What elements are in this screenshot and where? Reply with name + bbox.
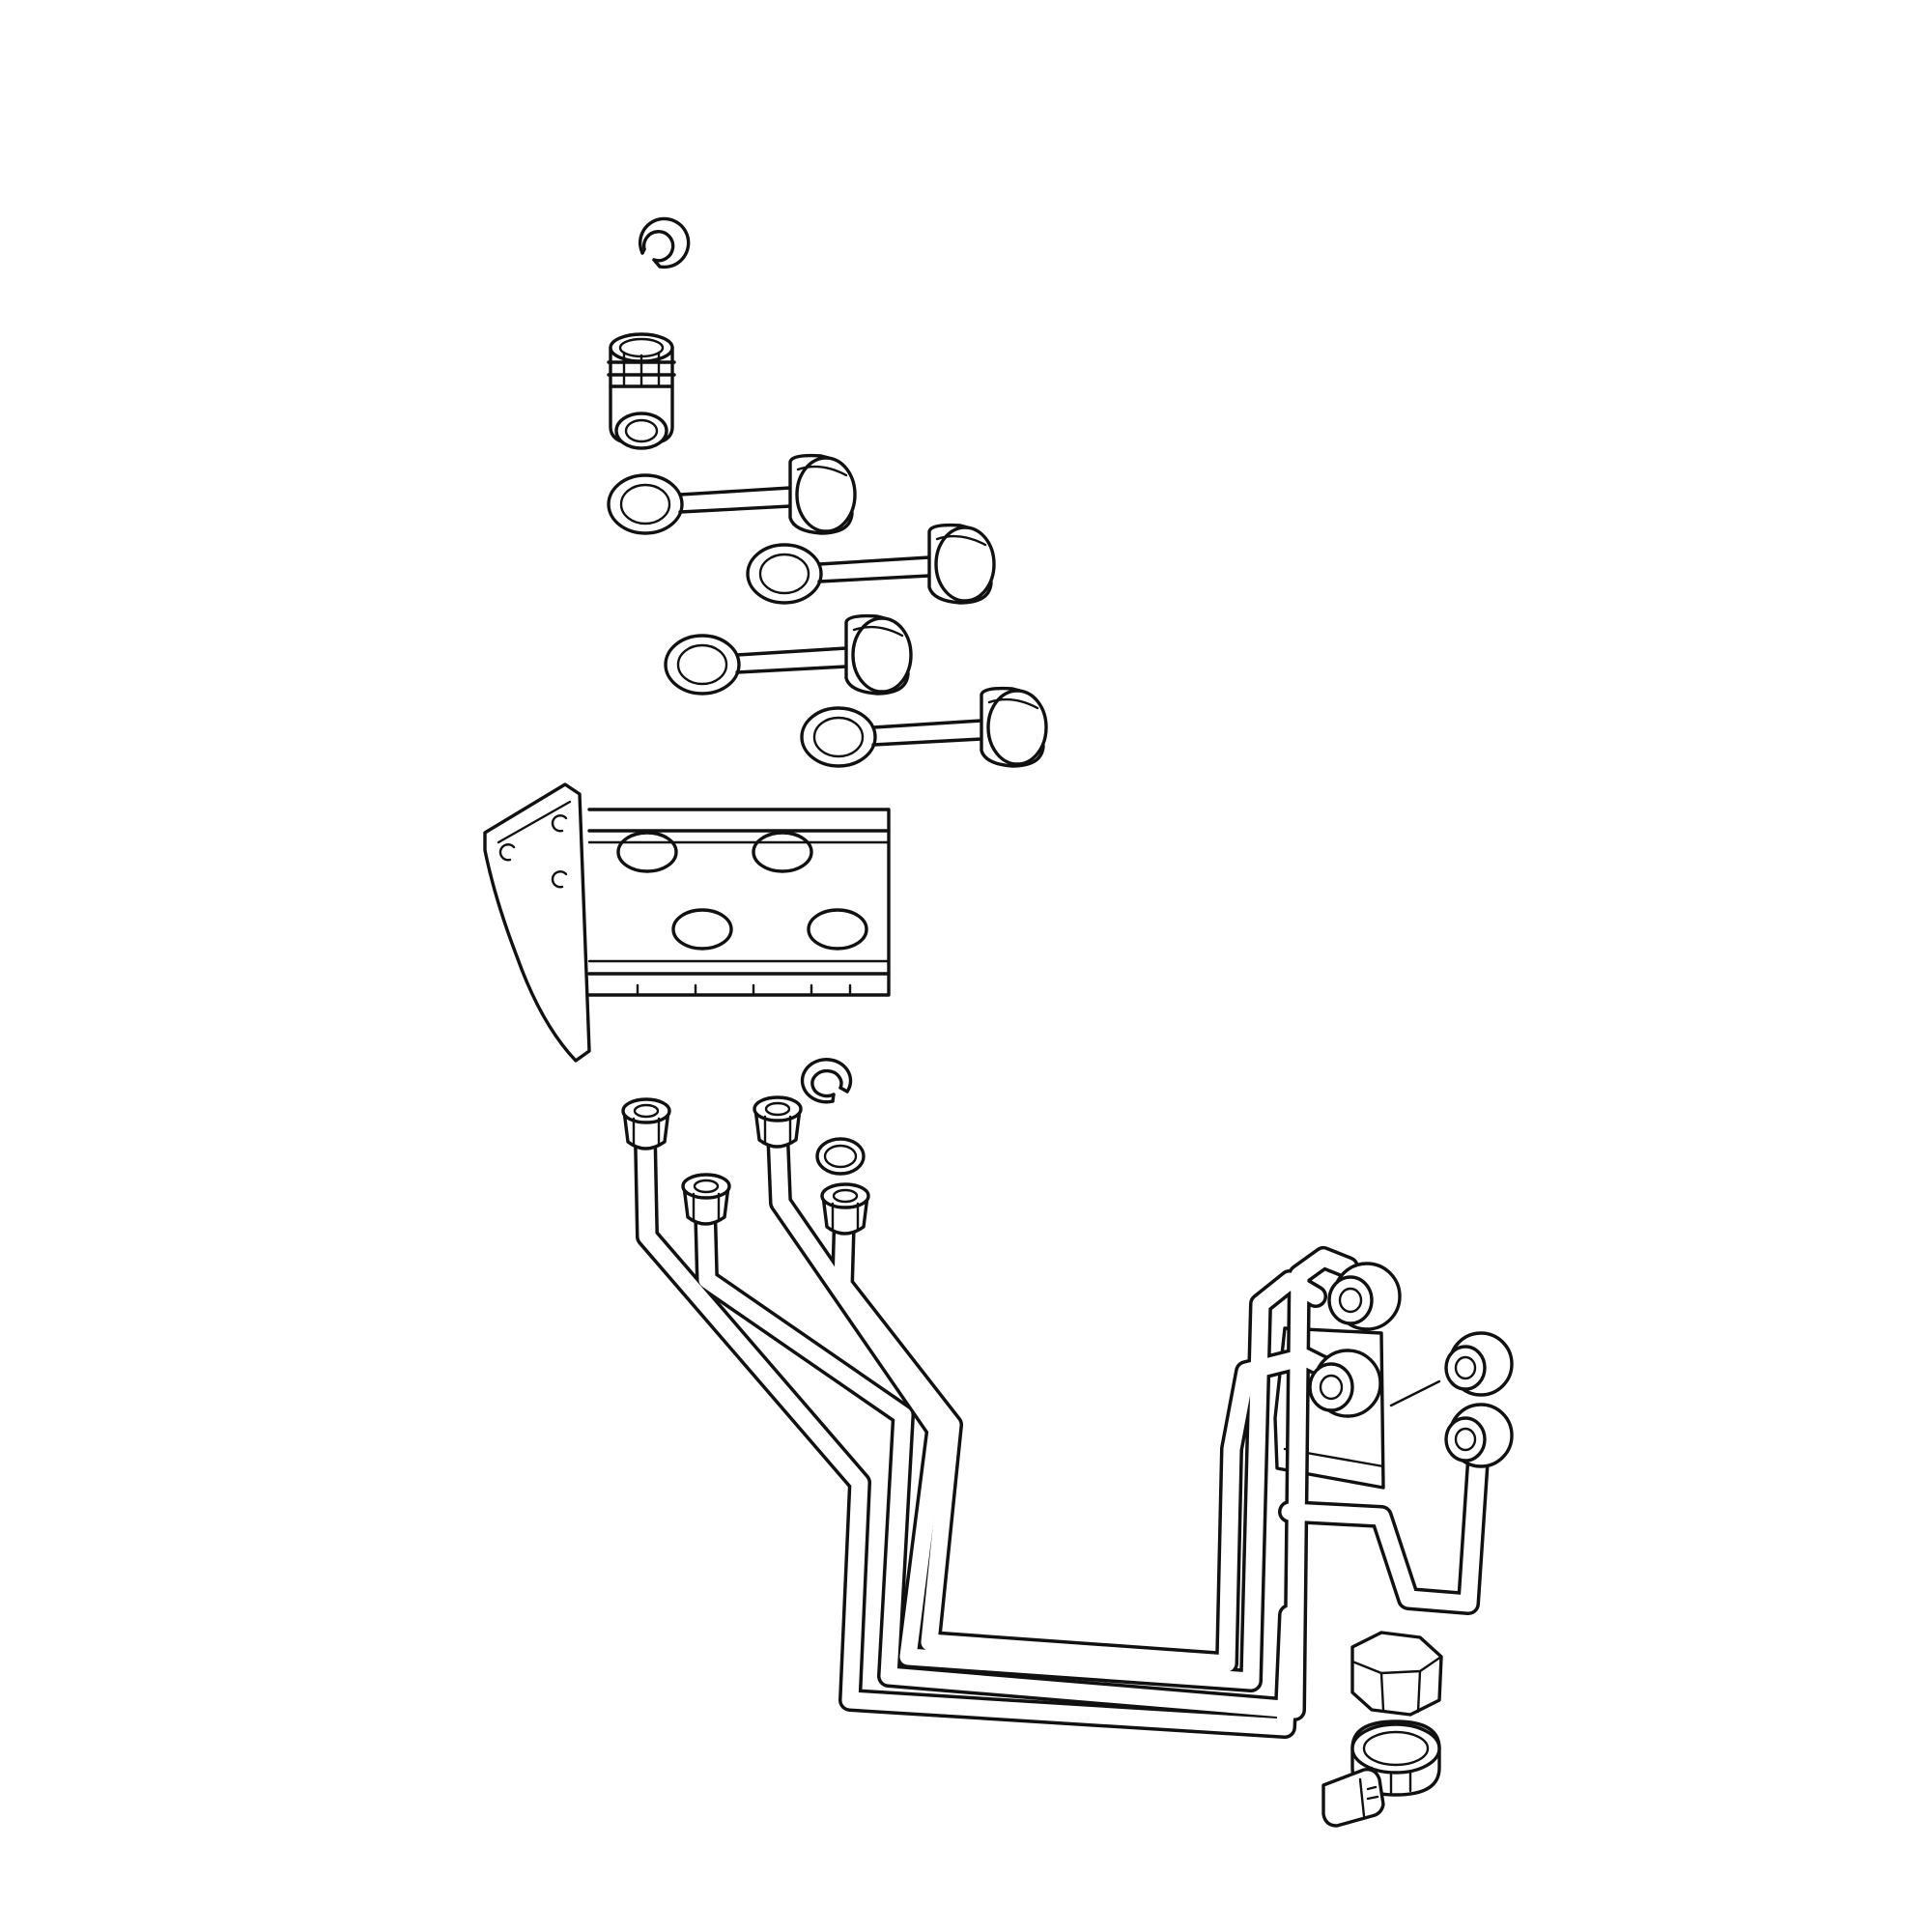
eye-fitting-4-icon [1444, 1403, 1514, 1468]
mounting-bracket-icon [483, 782, 891, 1063]
eye-fitting-2-icon [1308, 1349, 1382, 1418]
tube-fitting-2-icon [681, 1173, 731, 1226]
dust-cap-4-icon [800, 686, 1048, 768]
eye-fitting-3-icon [1389, 1331, 1514, 1407]
eye-fitting-1-icon [1327, 1262, 1402, 1331]
tube-fitting-3-icon [753, 1095, 803, 1149]
tube-fitting-1-icon [621, 1097, 671, 1151]
dust-cap-1-icon [607, 453, 857, 535]
snap-ring-mid-icon [800, 1058, 853, 1104]
coupler-icon [607, 332, 676, 450]
dust-cap-3-icon [664, 613, 913, 696]
tube-assembly-icon [621, 1095, 1514, 1739]
dust-cap-2-icon [746, 523, 996, 605]
hose-clamp-icon [1321, 1719, 1441, 1828]
o-ring-icon [815, 1137, 866, 1176]
snap-ring-top-icon [638, 216, 691, 270]
hex-nut-icon [1350, 1631, 1443, 1717]
tube-fitting-4-icon [820, 1182, 870, 1236]
